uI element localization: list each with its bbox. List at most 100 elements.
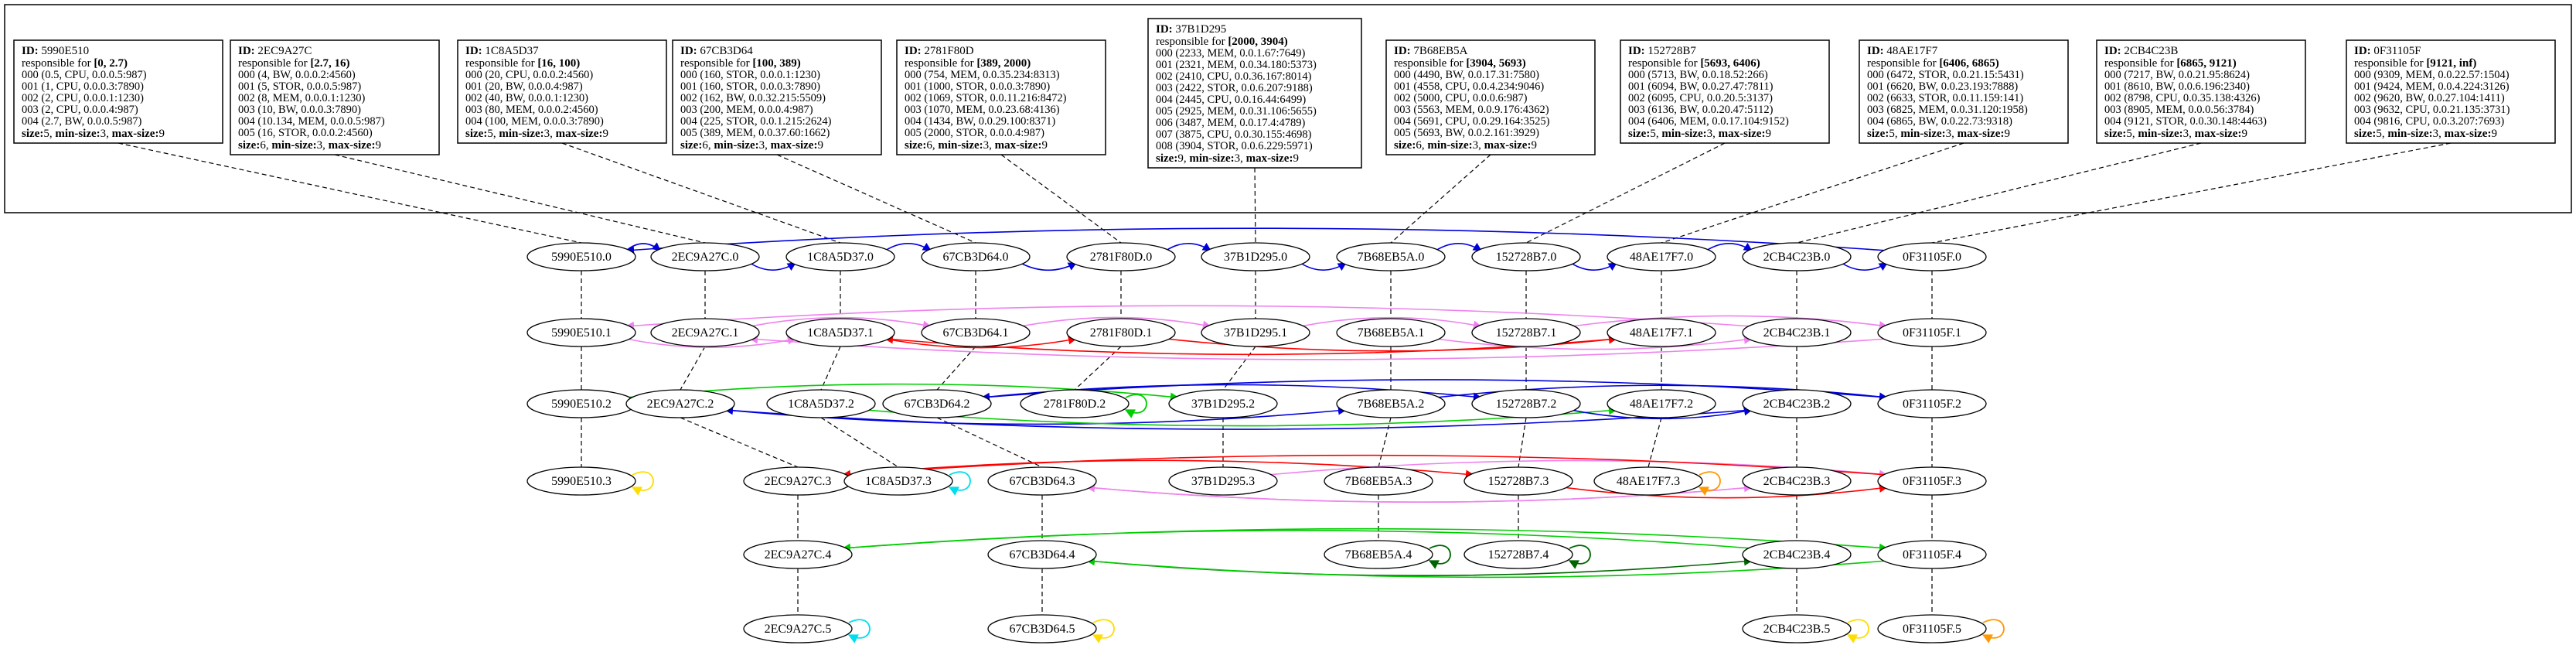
- summary-box-border: [1859, 39, 2069, 144]
- link-152728B7.2-to-2CB4C23B.2: [1570, 407, 1753, 420]
- summary-entry: 003 (200, MEM, 0.0.0.4:987): [680, 104, 813, 116]
- summary-entry: 003 (5563, MEM, 0.0.9.176:4362): [1394, 104, 1549, 116]
- summary-connector: [776, 154, 976, 244]
- summary-range-value: [389, 2000): [976, 57, 1031, 70]
- summary-entry: 002 (8, MEM, 0.0.0.1:1230): [238, 92, 366, 104]
- summary-entry: 005 (5693, BW, 0.0.2.161:3929): [1394, 127, 1539, 139]
- node-ellipse: [1742, 466, 1852, 496]
- node-ellipse: [1607, 389, 1716, 418]
- summary-size: size:9, min-size:3, max-size:9: [1156, 152, 1299, 165]
- node-5990e510-1: 5990E510.1: [526, 318, 636, 347]
- node-label: 37B1D295.1: [1224, 326, 1287, 340]
- self-loop-48AE17F7.3: [1698, 471, 1721, 496]
- node-ellipse: [1020, 389, 1130, 418]
- node-1c8a5d37-0: 1C8A5D37.0: [785, 242, 895, 271]
- summary-id: ID: 48AE17F7: [1867, 45, 1938, 57]
- summary-range: responsible for [100, 389): [680, 57, 801, 70]
- summary-entry: 001 (6094, BW, 0.0.27.47:7811): [1628, 80, 1774, 93]
- node-ellipse: [987, 540, 1097, 569]
- node-label: 1C8A5D37.3: [865, 475, 932, 488]
- link-2EC9A27C.1-to-67CB3D64.1: [749, 316, 932, 329]
- summary-entry: 000 (7217, BW, 0.0.21.95:8624): [2104, 69, 2250, 81]
- summary-range-label: responsible for: [238, 57, 310, 70]
- summary-connector: [1254, 167, 1256, 244]
- node-label: 2781F80D.0: [1090, 251, 1152, 264]
- node-2ec9a27c-5: 2EC9A27C.5: [743, 614, 853, 643]
- node-ellipse: [1201, 318, 1310, 347]
- node-152728b7-3: 152728B7.3: [1463, 466, 1573, 496]
- node-0f31105f-3: 0F31105F.3: [1877, 466, 1987, 496]
- node-label: 7B68EB5A.4: [1345, 548, 1412, 562]
- summary-entry: 003 (1070, MEM, 0.0.23.68:4136): [905, 104, 1060, 116]
- self-loop-5990E510.3: [631, 471, 654, 496]
- summary-entry: 000 (4, BW, 0.0.0.2:4560): [238, 69, 356, 81]
- node-label: 1C8A5D37.0: [807, 251, 874, 264]
- summary-box-border: [2346, 39, 2556, 144]
- node-label: 67CB3D64.1: [943, 326, 1009, 340]
- node-ellipse: [1471, 318, 1581, 347]
- node-ellipse: [1324, 540, 1433, 569]
- summary-range-value: [6865, 9121): [2176, 57, 2237, 70]
- node-1c8a5d37-2: 1C8A5D37.2: [766, 389, 876, 418]
- self-loop-152728B7.4: [1568, 544, 1591, 569]
- summary-box-border: [230, 39, 440, 155]
- summary-size: size:5, min-size:3, max-size:9: [22, 128, 165, 140]
- level-connector: [936, 417, 1043, 468]
- summary-id-value: 37B1D295: [1173, 23, 1227, 36]
- node-ellipse: [766, 389, 876, 418]
- summary-id-value: 1C8A5D37: [482, 45, 539, 57]
- node-ellipse: [1877, 540, 1987, 569]
- summary-entry: 006 (3487, MEM, 0.0.17.4:4789): [1156, 117, 1306, 129]
- node-label: 48AE17F7.1: [1630, 326, 1693, 340]
- summary-entry: 003 (6136, BW, 0.0.20.47:5112): [1628, 104, 1774, 116]
- link-0F31105F.0-to-5990E510.0: [625, 227, 1888, 254]
- node-label: 0F31105F.3: [1903, 475, 1961, 488]
- link-48AE17F7.1-to-1C8A5D37.1: [884, 335, 1617, 356]
- summary-entry: 004 (225, STOR, 0.0.1.215:2624): [680, 115, 832, 128]
- node-7b68eb5a-4: 7B68EB5A.4: [1324, 540, 1433, 569]
- summary-box-border: [1385, 39, 1596, 155]
- self-loop-2CB4C23B.5: [1846, 619, 1869, 643]
- summary-id-label: ID:: [1394, 45, 1411, 57]
- summary-entry: 004 (6406, MEM, 0.0.17.104:9152): [1628, 115, 1789, 128]
- node-ellipse: [1877, 242, 1987, 271]
- summary-entry: 005 (16, STOR, 0.0.0.2:4560): [238, 127, 373, 139]
- summary-entry: 001 (4558, CPU, 0.0.4.234:9046): [1394, 80, 1544, 93]
- link-2EC9A27C.0-to-1C8A5D37.0: [749, 262, 796, 271]
- node-37b1d295-0: 37B1D295.0: [1201, 242, 1310, 271]
- summary-entry: 004 (2.7, BW, 0.0.0.5:987): [22, 115, 142, 128]
- node-label: 152728B7.2: [1496, 398, 1557, 411]
- summary-id-label: ID:: [238, 45, 255, 57]
- summary-entry: 001 (8610, BW, 0.0.6.196:2340): [2104, 80, 2250, 93]
- node-label: 2CB4C23B.2: [1763, 398, 1831, 411]
- node-label: 1C8A5D37.2: [788, 398, 854, 411]
- self-loop-2781F80D.2: [1124, 394, 1147, 418]
- summary-range: responsible for [6406, 6865): [1867, 57, 1999, 70]
- summary-entry: 007 (3875, CPU, 0.0.30.155:4698): [1156, 128, 1312, 141]
- level-connector: [680, 417, 799, 468]
- node-ellipse: [987, 466, 1097, 496]
- node-152728b7-0: 152728B7.0: [1471, 242, 1581, 271]
- summary-range-value: [5693, 6406): [1700, 57, 1760, 70]
- node-ellipse: [625, 389, 735, 418]
- link-37B1D295.0-to-7B68EB5A.0: [1300, 262, 1347, 271]
- node-37b1d295-2: 37B1D295.2: [1168, 389, 1278, 418]
- node-label: 0F31105F.2: [1903, 398, 1961, 411]
- summary-range-label: responsible for: [1867, 57, 1939, 70]
- summary-entry: 001 (6620, BW, 0.0.23.193:7888): [1867, 80, 2018, 93]
- summary-entry: 001 (1000, STOR, 0.0.0.3:7890): [905, 80, 1050, 93]
- summary-size: size:5, min-size:3, max-size:9: [1628, 128, 1771, 140]
- summary-entry: 000 (0.5, CPU, 0.0.0.5:987): [22, 69, 147, 81]
- summary-id-value: 7B68EB5A: [1411, 45, 1468, 57]
- node-ellipse: [526, 318, 636, 347]
- node-48ae17f7-1: 48AE17F7.1: [1607, 318, 1716, 347]
- summary-box-border: [13, 39, 223, 144]
